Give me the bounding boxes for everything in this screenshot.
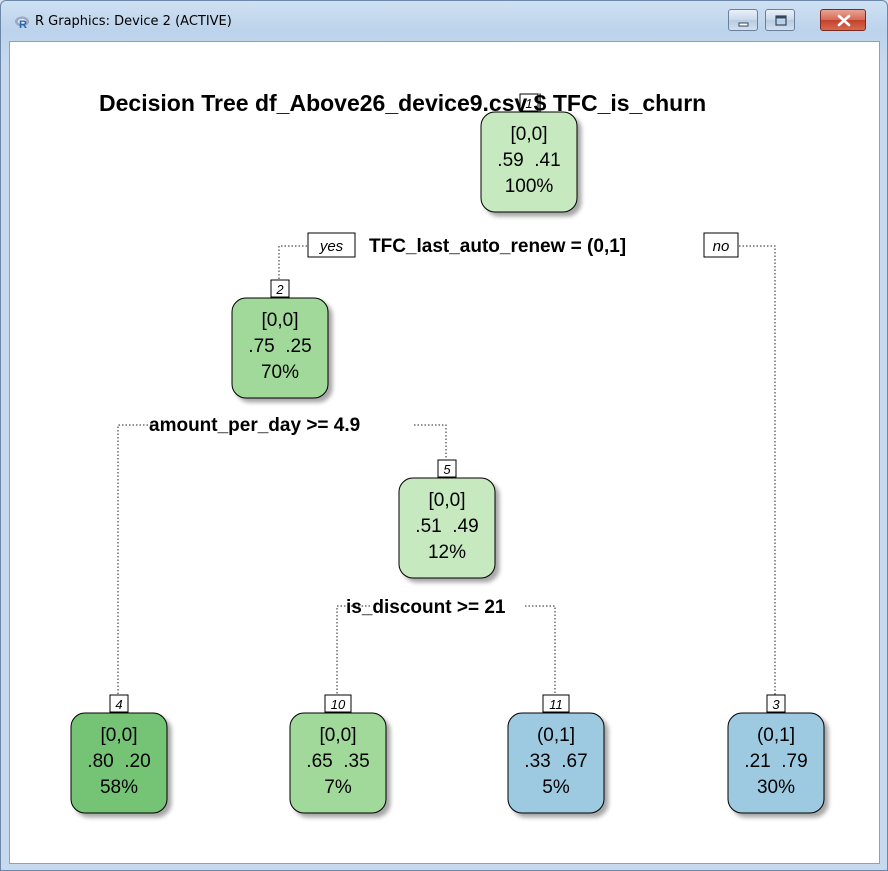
title-bar[interactable]: R R Graphics: Device 2 (ACTIVE) — [1, 1, 887, 41]
node-class: (0,1] — [537, 725, 575, 746]
node-probabilities: .51 .49 — [415, 516, 478, 537]
node-probabilities: .21 .79 — [744, 751, 807, 772]
maximize-icon — [775, 15, 787, 26]
no-label-box — [703, 232, 739, 258]
node-percent: 100% — [505, 176, 554, 197]
node-number-box — [542, 694, 570, 713]
node-box — [231, 297, 329, 399]
node-class: (0,1] — [757, 725, 795, 746]
node-probabilities: .59 .41 — [497, 150, 560, 171]
tree-node-4: 4 [0,0] .80 .20 58% — [70, 694, 168, 814]
node-percent: 5% — [542, 777, 570, 798]
node-box — [289, 712, 387, 814]
node-number-box — [437, 459, 457, 478]
node-percent: 30% — [757, 777, 795, 798]
node-probabilities: .33 .67 — [524, 751, 587, 772]
tree-node-2: 2 [0,0] .75 .25 70% — [231, 279, 329, 399]
yes-label-box — [307, 232, 356, 258]
r-logo-icon: R — [15, 16, 29, 30]
plot-title: Decision Tree df_Above26_device9.csv $ T… — [99, 90, 706, 116]
node-class: [0,0] — [101, 725, 138, 746]
node-class: [0,0] — [429, 490, 466, 511]
minimize-icon — [738, 22, 749, 27]
no-label: no — [713, 238, 730, 255]
node-box — [480, 111, 578, 213]
node-percent: 70% — [261, 362, 299, 383]
decision-tree-plot: yes TFC_last_auto_renew = (0,1] no amoun… — [70, 90, 825, 814]
node-number: 10 — [331, 697, 346, 712]
node-box — [727, 712, 825, 814]
node-number-box — [324, 694, 352, 713]
node-probabilities: .75 .25 — [248, 336, 311, 357]
yes-label: yes — [319, 238, 344, 255]
node-probabilities: .80 .20 — [87, 751, 150, 772]
node-class: [0,0] — [511, 124, 548, 145]
close-button[interactable] — [820, 9, 866, 31]
node-number: 5 — [443, 462, 451, 477]
node-class: [0,0] — [262, 310, 299, 331]
svg-text:R: R — [19, 19, 27, 30]
node-number-box — [766, 694, 786, 713]
tree-node-11: 11 (0,1] .33 .67 5% — [507, 694, 605, 814]
node-percent: 7% — [324, 777, 352, 798]
plot-area: yes TFC_last_auto_renew = (0,1] no amoun… — [9, 41, 880, 864]
tree-nodes: 1 [0,0] .59 .41 100% 2 [0,0] .75 .25 70% 5 [0,0].… — [70, 93, 825, 814]
node-number-box — [519, 93, 539, 112]
node-number: 11 — [549, 697, 563, 712]
tree-edges — [117, 245, 776, 695]
node-number: 3 — [772, 697, 780, 712]
tree-node-3: 3 (0,1] .21 .79 30% — [727, 694, 825, 814]
node-box — [507, 712, 605, 814]
split-label-auto-renew: TFC_last_auto_renew = (0,1] — [369, 236, 626, 257]
node-probabilities: .65 .35 — [306, 751, 369, 772]
node-number: 4 — [115, 697, 122, 712]
node-percent: 12% — [428, 542, 466, 563]
node-class: [0,0] — [320, 725, 357, 746]
minimize-button[interactable] — [728, 9, 758, 31]
window-title: R Graphics: Device 2 (ACTIVE) — [35, 14, 232, 29]
tree-node-1: 1 [0,0] .59 .41 100% — [480, 93, 578, 213]
tree-node-10: 10 [0,0] .65 .35 7% — [289, 694, 387, 814]
tree-node-5: 5 [0,0] .51 .49 12% — [398, 459, 496, 579]
node-number: 1 — [525, 96, 532, 111]
split-label-is-discount: is_discount >= 21 — [346, 597, 506, 618]
node-number-box — [270, 279, 290, 298]
close-icon — [837, 14, 851, 27]
node-box — [70, 712, 168, 814]
maximize-button[interactable] — [765, 9, 795, 31]
split-label-amount-per-day: amount_per_day >= 4.9 — [149, 415, 360, 436]
node-number-box — [109, 694, 129, 713]
node-number: 2 — [275, 282, 284, 297]
node-box — [398, 477, 496, 579]
node-percent: 58% — [100, 777, 138, 798]
